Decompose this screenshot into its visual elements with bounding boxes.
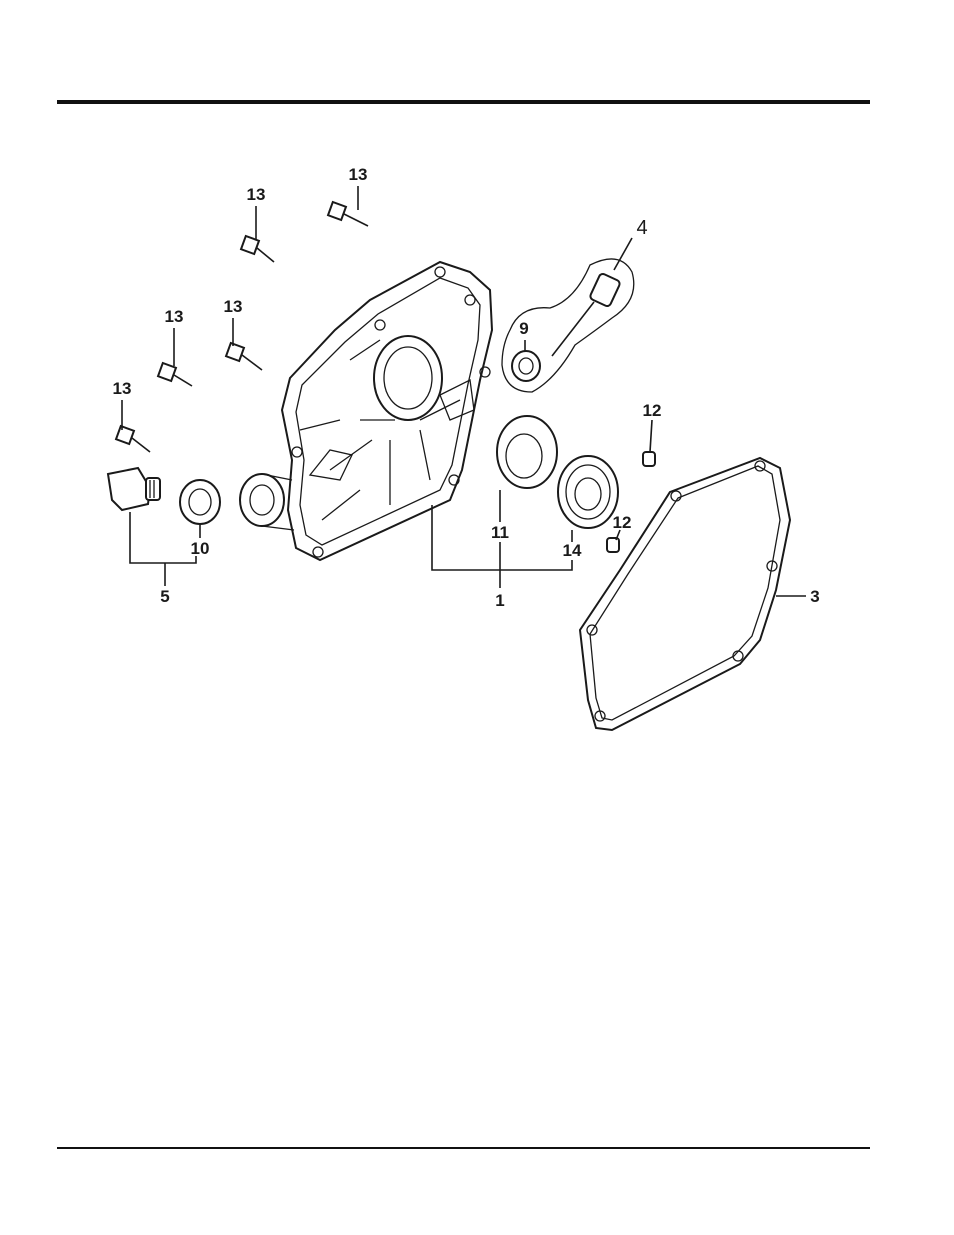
drain-plug [108, 468, 160, 510]
callout-4: 4 [636, 217, 647, 239]
bolt-13-c [226, 343, 262, 370]
callout-9: 9 [519, 319, 528, 338]
bolt-13-d [158, 363, 192, 386]
dowel-pin-b [607, 538, 619, 552]
oil-seal-11 [497, 416, 557, 488]
callout-12-b: 12 [613, 513, 632, 532]
callout-3: 3 [810, 587, 819, 606]
callout-1: 1 [495, 591, 504, 610]
bolt-13-a [328, 202, 368, 226]
callout-12-a: 12 [643, 401, 662, 420]
callout-13-c: 13 [224, 297, 243, 316]
bolt-13-e [116, 426, 150, 452]
callout-13-e: 13 [113, 379, 132, 398]
callout-11: 11 [491, 523, 509, 542]
callout-5: 5 [160, 587, 169, 606]
dowel-pin-a [643, 452, 655, 466]
washer-10 [180, 480, 220, 524]
callout-13-a: 13 [349, 165, 368, 184]
callout-13-b: 13 [247, 185, 266, 204]
callout-13-d: 13 [165, 307, 184, 326]
crankcase-cover [240, 262, 492, 560]
callout-10: 10 [191, 539, 210, 558]
bearing-14 [558, 456, 618, 528]
callout-14: 14 [563, 541, 582, 560]
bolt-13-b [241, 236, 274, 262]
